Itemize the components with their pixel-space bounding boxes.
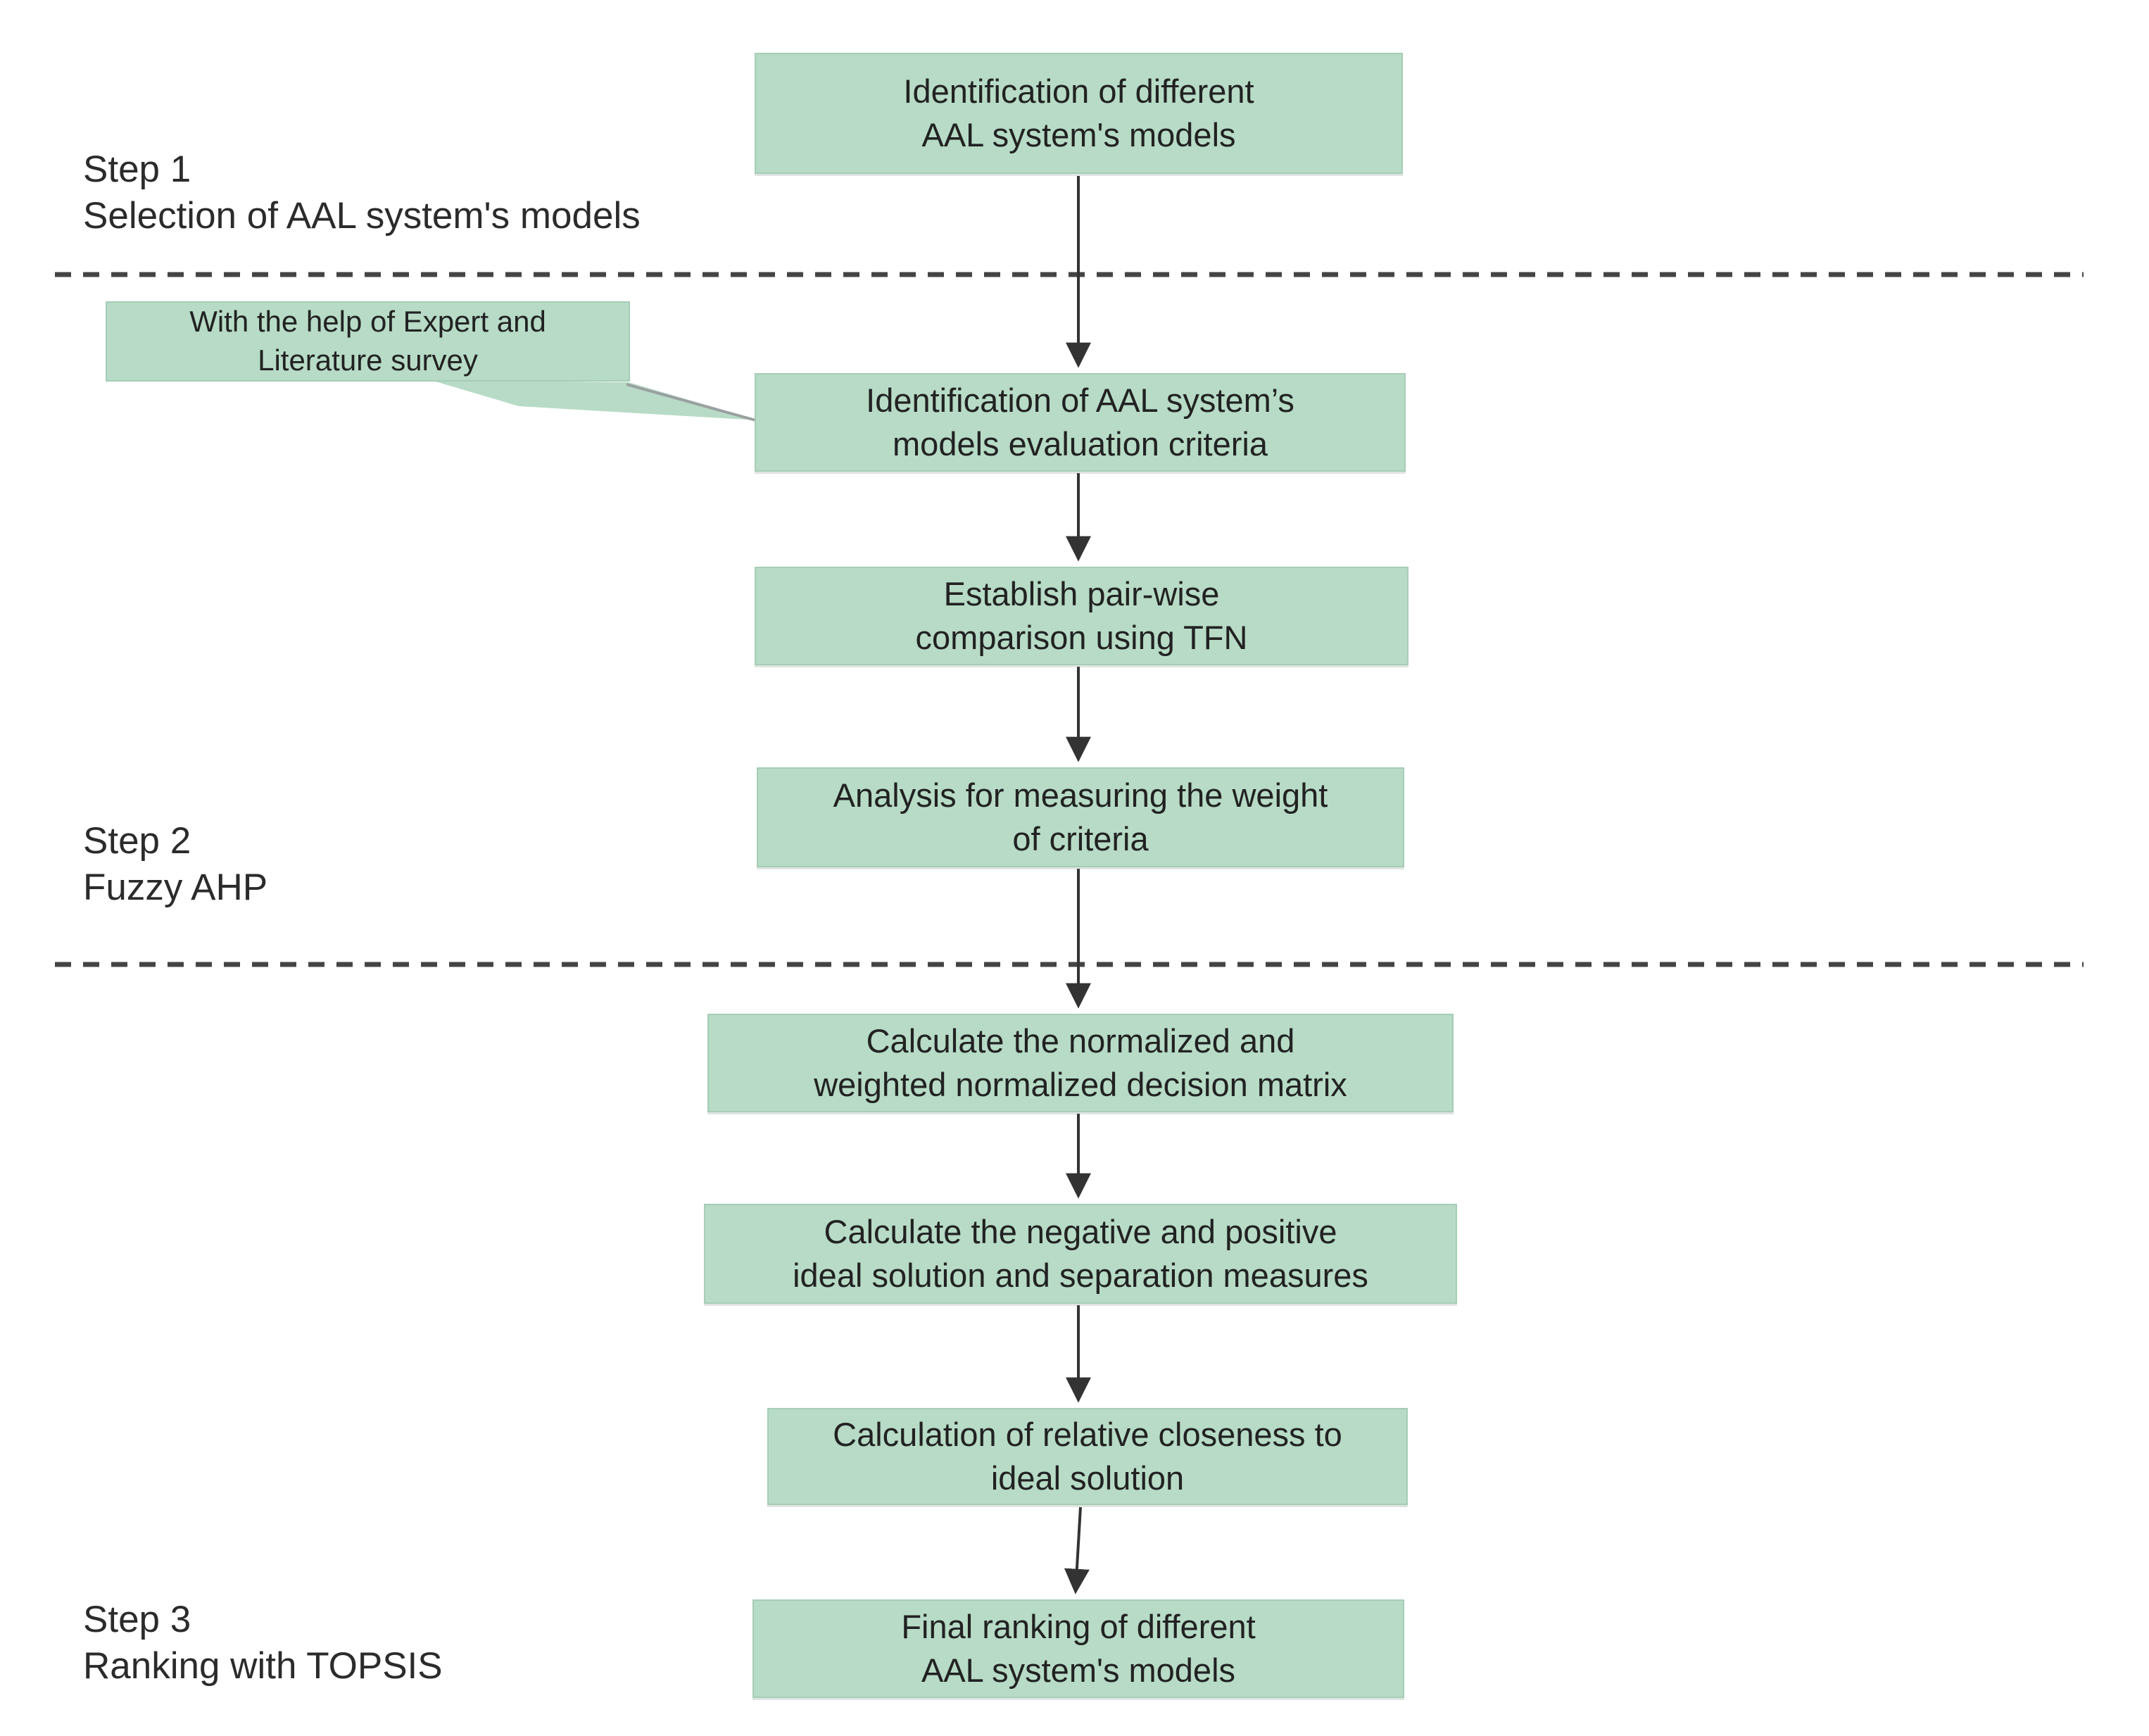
flow-box-text: Calculation of relative closeness to ide… [833, 1415, 1342, 1497]
flow-box-final-ranking: Final ranking of different AAL system's … [752, 1599, 1404, 1698]
flow-box-text: Calculate the negative and positive idea… [793, 1212, 1368, 1294]
step-2-subtitle: Fuzzy AHP [83, 866, 268, 908]
flow-box-pairwise-comparison-tfn: Establish pair-wise comparison using TFN [755, 567, 1408, 665]
callout-text: With the help of Expert and Literature s… [189, 305, 546, 377]
flow-box-weight-analysis: Analysis for measuring the weight of cri… [757, 767, 1404, 867]
arrow-box7-box8 [1064, 1507, 1090, 1595]
callout-expert-literature-note: With the help of Expert and Literature s… [106, 301, 630, 382]
callout-pointer-line [626, 383, 759, 422]
flow-box-relative-closeness: Calculation of relative closeness to ide… [767, 1408, 1408, 1505]
flow-box-text: Analysis for measuring the weight of cri… [833, 776, 1328, 857]
flow-box-text: Final ranking of different AAL system's … [901, 1607, 1256, 1689]
flow-box-identification-of-criteria: Identification of AAL system’s models ev… [755, 373, 1406, 472]
flow-box-normalized-decision-matrix: Calculate the normalized and weighted no… [707, 1014, 1454, 1112]
step-3-label: Step 3 Ranking with TOPSIS [83, 1597, 443, 1689]
flow-box-identification-of-models: Identification of different AAL system's… [755, 53, 1403, 174]
step-2-title: Step 2 [83, 820, 191, 862]
flow-box-ideal-solution-separation: Calculate the negative and positive idea… [704, 1204, 1457, 1304]
step-1-subtitle: Selection of AAL system's models [83, 194, 641, 237]
step-1-label: Step 1 Selection of AAL system's models [83, 146, 641, 239]
step-1-title: Step 1 [83, 149, 191, 190]
step-3-title: Step 3 [83, 1599, 191, 1640]
flow-box-text: Establish pair-wise comparison using TFN [915, 574, 1248, 656]
flow-box-text: Calculate the normalized and weighted no… [814, 1021, 1347, 1103]
step-3-subtitle: Ranking with TOPSIS [83, 1644, 443, 1687]
flow-box-text: Identification of different AAL system's… [903, 72, 1254, 153]
flow-box-text: Identification of AAL system’s models ev… [866, 381, 1294, 463]
step-2-label: Step 2 Fuzzy AHP [83, 818, 267, 910]
callout-tail [431, 380, 758, 420]
